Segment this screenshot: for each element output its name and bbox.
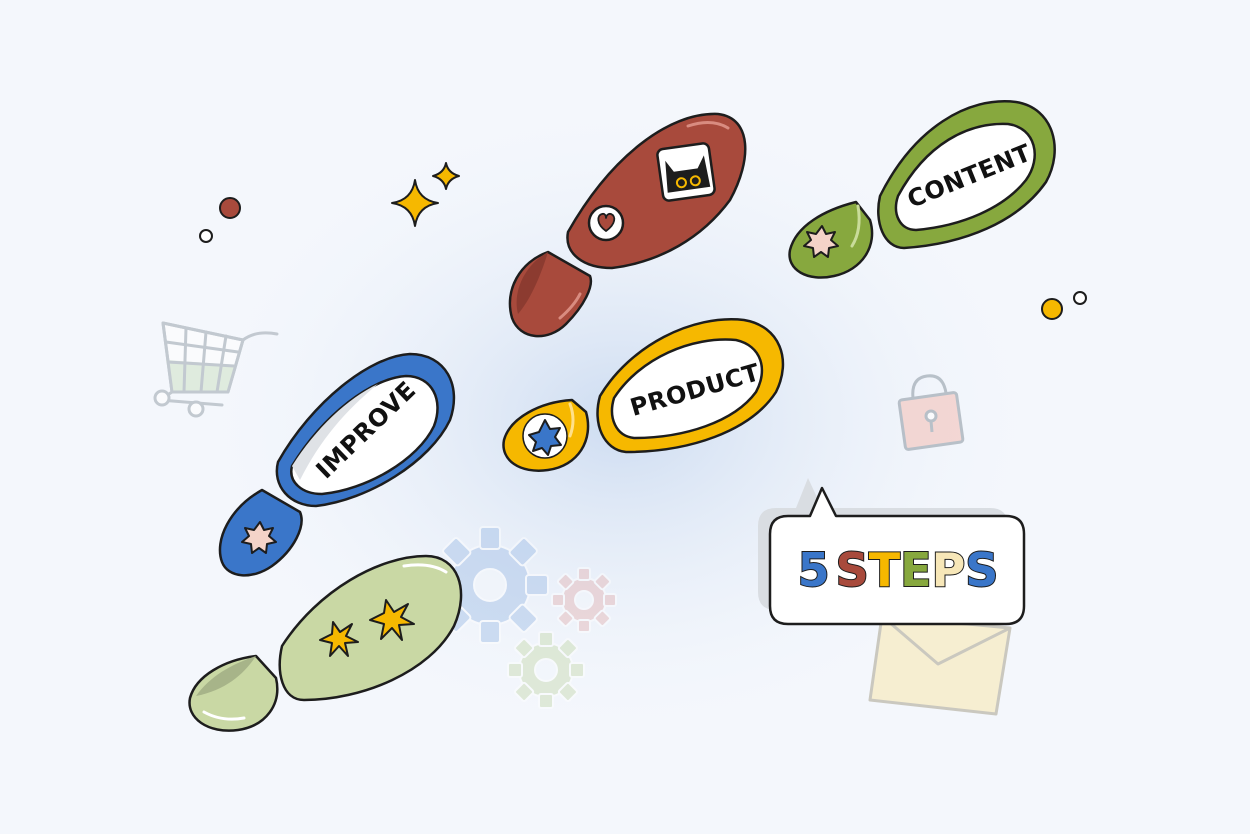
- steps-letter-p: P: [932, 543, 966, 597]
- steps-number: 5: [798, 543, 830, 597]
- steps-letter-t: T: [869, 543, 901, 597]
- footprint-green: CONTENT: [788, 100, 1056, 279]
- cat-icon: [656, 142, 716, 202]
- heart-icon: [587, 204, 625, 242]
- star-icon: [319, 599, 415, 657]
- gear-icon: [431, 526, 617, 709]
- star-icon: [803, 225, 839, 258]
- shopping-cart-icon: [153, 321, 279, 418]
- footprint-light-green: [188, 554, 463, 732]
- steps-letter-e: E: [900, 543, 931, 597]
- envelope-icon: [868, 614, 1012, 716]
- decorative-dots: [199, 197, 1087, 320]
- steps-letter-s2: S: [965, 543, 998, 597]
- padlock-icon: [897, 374, 965, 451]
- footprint-red: [508, 112, 747, 338]
- steps-letter-s1: S: [836, 543, 869, 597]
- star-icon: [522, 413, 568, 459]
- star-icon: [241, 521, 277, 554]
- footprint-yellow: PRODUCT: [502, 318, 785, 472]
- sparkle-icon: [391, 162, 460, 227]
